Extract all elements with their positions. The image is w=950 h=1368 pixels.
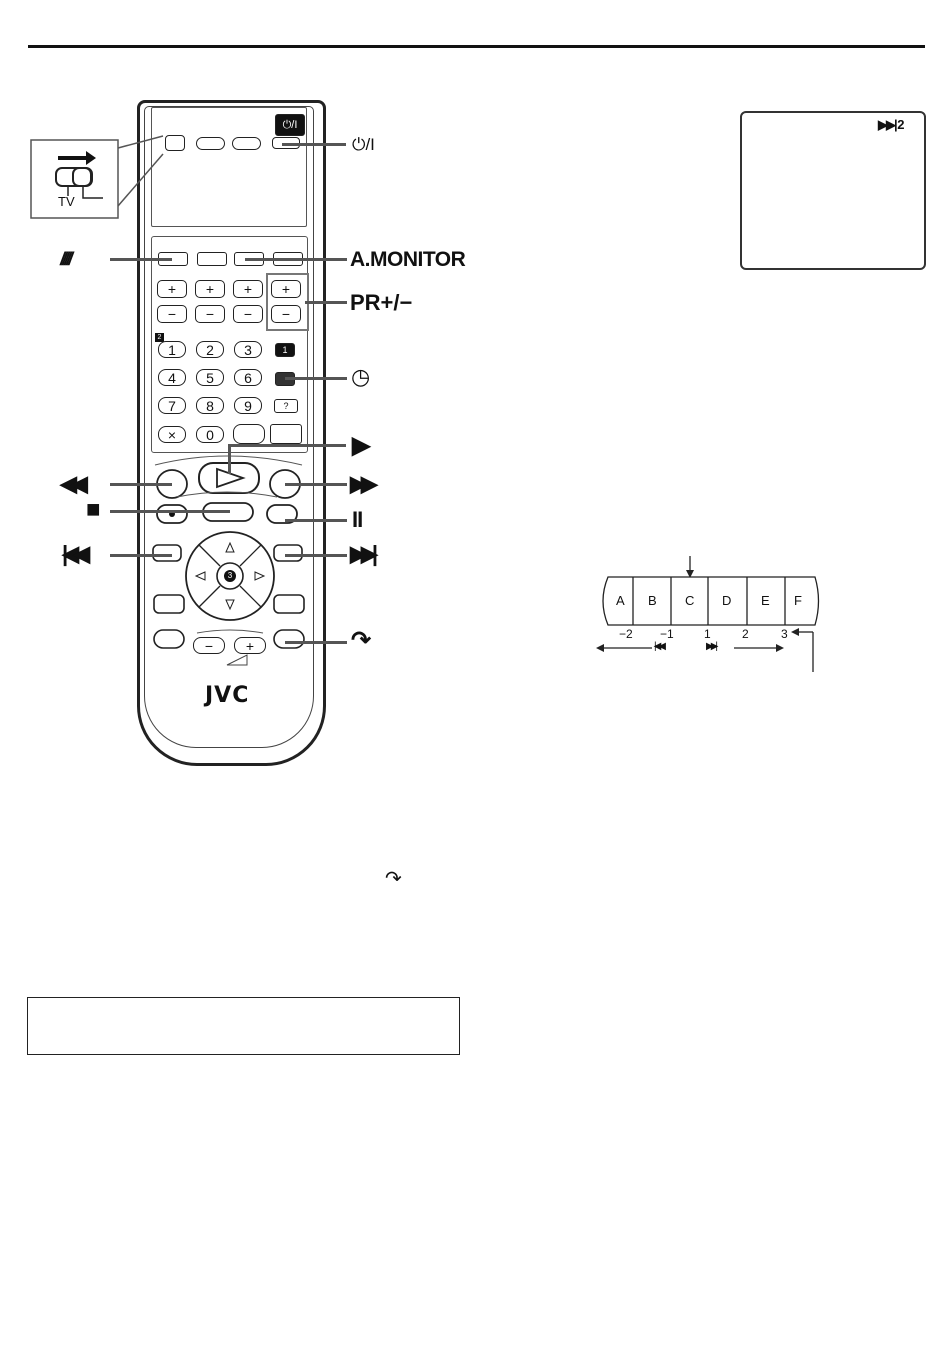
minus-button-2[interactable]: − xyxy=(195,305,225,323)
tv-switch-inset xyxy=(28,130,168,225)
callout-line-ff xyxy=(285,483,347,486)
callout-line-stop xyxy=(110,510,230,513)
key-5[interactable]: 5 xyxy=(196,369,224,386)
segment-d: D xyxy=(722,593,731,608)
key-1[interactable]: 1 xyxy=(158,341,186,358)
jvc-logo: JVC xyxy=(205,683,249,708)
key-2[interactable]: 2 xyxy=(196,341,224,358)
power-button[interactable]: ⏻/I xyxy=(275,114,305,136)
key-8[interactable]: 8 xyxy=(196,397,224,414)
mode-button-1[interactable] xyxy=(196,137,225,150)
callout-line-pause xyxy=(285,519,347,522)
note-box xyxy=(27,997,460,1055)
segment-b: B xyxy=(648,593,657,608)
pr-highlight-box xyxy=(266,273,309,331)
callout-line-power xyxy=(282,143,346,146)
wide-key-2[interactable] xyxy=(270,424,302,444)
number-minus-2: −2 xyxy=(619,627,633,641)
volume-minus-button[interactable]: − xyxy=(193,637,225,654)
callout-stop: ■ xyxy=(86,496,101,524)
chapter-diagram xyxy=(590,550,830,680)
tv-switch[interactable] xyxy=(165,135,185,151)
key-6[interactable]: 6 xyxy=(234,369,262,386)
number-1: 1 xyxy=(704,627,711,641)
volume-plus-button[interactable]: + xyxy=(234,637,266,654)
callout-line-play xyxy=(228,444,346,447)
callout-jump: ↷ xyxy=(351,626,371,655)
minus-button-1[interactable]: − xyxy=(157,305,187,323)
callout-display-mode: ///// xyxy=(60,249,70,270)
key-9[interactable]: 9 xyxy=(234,397,262,414)
segment-f: F xyxy=(794,593,802,608)
callout-pr: PR+/− xyxy=(350,290,412,316)
key-3[interactable]: 3 xyxy=(234,341,262,358)
callout-line-rewind xyxy=(110,483,172,486)
segment-e: E xyxy=(761,593,770,608)
callout-line-jump xyxy=(285,641,347,644)
number-2: 2 xyxy=(742,627,749,641)
callout-line-skip-back xyxy=(110,554,172,557)
callout-fast-forward: ▶▶ xyxy=(350,471,372,497)
tv-screen-indicator: ▶▶| 2 xyxy=(878,117,902,133)
badge-1-key[interactable]: 1 xyxy=(275,343,295,357)
skip-forward-symbol: ▶▶| xyxy=(706,641,715,652)
callout-timer: ◷ xyxy=(351,364,370,390)
timer-check-key[interactable]: ? xyxy=(274,399,298,413)
callout-rewind: ◀◀ xyxy=(60,471,82,497)
tv-switch-label: TV xyxy=(58,194,75,209)
callout-power: ⏻/I xyxy=(352,135,375,155)
callout-play: ▶ xyxy=(352,431,370,460)
callout-skip-forward: ▶▶| xyxy=(350,541,372,567)
number-minus-1: −1 xyxy=(660,627,674,641)
segment-c: C xyxy=(685,593,694,608)
tv-screen xyxy=(740,111,926,270)
callout-line-display xyxy=(110,258,172,261)
callout-line-timer xyxy=(285,377,347,380)
plus-button-3[interactable]: + xyxy=(233,280,263,298)
wide-key-1[interactable] xyxy=(233,424,265,444)
top-rule xyxy=(28,45,925,48)
clear-key[interactable]: × xyxy=(158,426,186,443)
jump-inline-icon: ↷ xyxy=(385,866,402,891)
callout-skip-back: |◀◀ xyxy=(62,541,84,567)
callout-line-amonitor xyxy=(245,258,347,261)
mode-button-2[interactable] xyxy=(232,137,261,150)
callout-line-pr xyxy=(305,301,347,304)
callout-line-play-vertical xyxy=(228,444,231,474)
badge-3: 3 xyxy=(224,570,236,582)
callout-a-monitor: A.MONITOR xyxy=(350,248,465,272)
plus-button-1[interactable]: + xyxy=(157,280,187,298)
number-3: 3 xyxy=(781,627,788,641)
key-4[interactable]: 4 xyxy=(158,369,186,386)
callout-line-skip-fwd xyxy=(285,554,347,557)
minus-button-3[interactable]: − xyxy=(233,305,263,323)
callout-pause: II xyxy=(352,507,362,533)
key-7[interactable]: 7 xyxy=(158,397,186,414)
skip-back-symbol: |◀◀ xyxy=(654,641,663,652)
plus-button-2[interactable]: + xyxy=(195,280,225,298)
key-0[interactable]: 0 xyxy=(196,426,224,443)
segment-a: A xyxy=(616,593,625,608)
